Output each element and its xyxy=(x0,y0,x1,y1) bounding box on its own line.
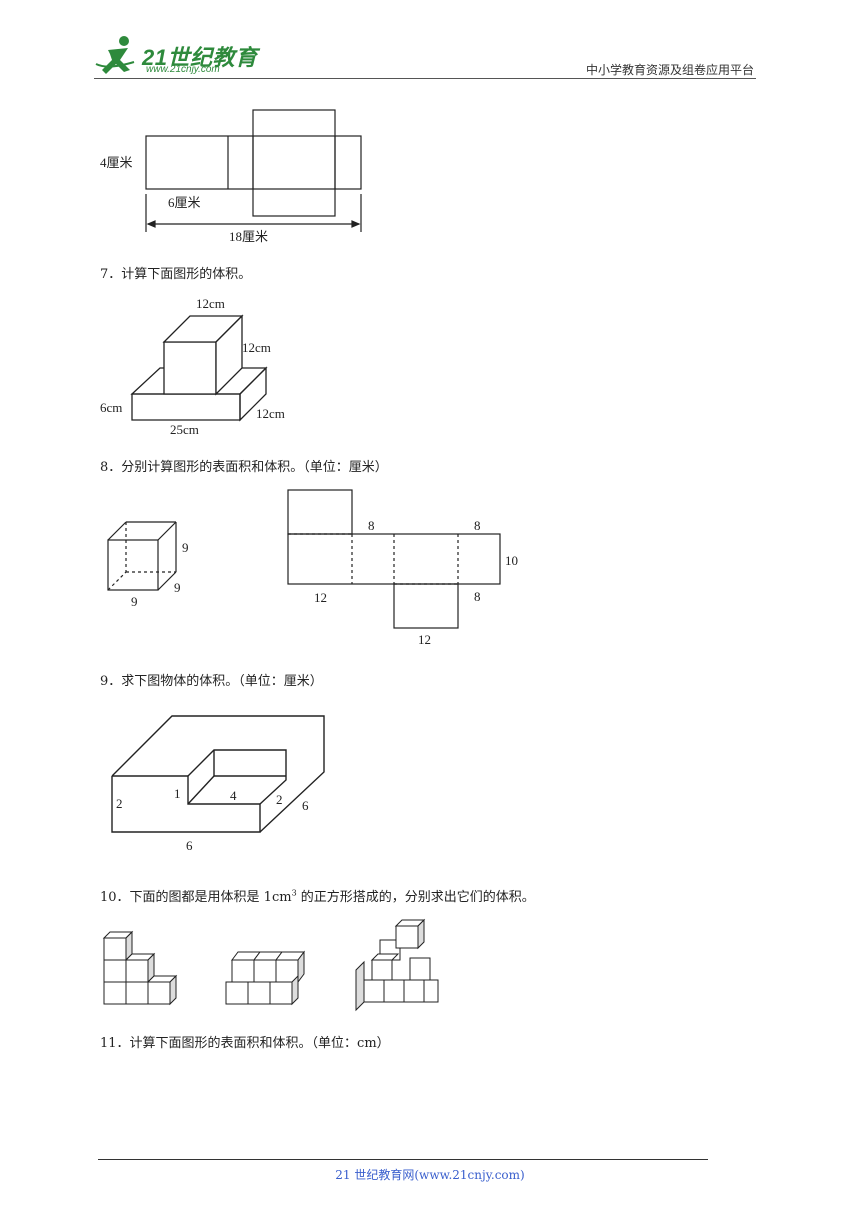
header-slogan: 中小学教育资源及组卷应用平台 xyxy=(585,63,754,77)
q6-width-label: 6厘米 xyxy=(168,195,201,210)
q9-right-height-label: 2 xyxy=(276,792,283,807)
q7-figure: 12cm 12cm 6cm 25cm 12cm xyxy=(100,296,285,437)
q10-superscript: 3 xyxy=(291,888,297,898)
q7-base-height-label: 6cm xyxy=(100,400,122,415)
q9-depth-label: 6 xyxy=(302,798,309,813)
q9-left-label: 2 xyxy=(116,796,123,811)
q8-cube-height: 9 xyxy=(182,540,189,555)
q7-text: 7．计算下面图形的体积。 xyxy=(100,267,252,282)
q8-net-top-label: 8 xyxy=(368,518,375,533)
q8-net-right-label: 10 xyxy=(505,553,518,568)
q10-cubes-figure-1 xyxy=(102,930,178,1006)
q8-net-bottom-label: 12 xyxy=(418,632,431,647)
q10-text-before: 10．下面的图都是用体积是 1cm xyxy=(100,890,292,905)
runner-logo-icon xyxy=(95,36,135,74)
q9-inner-width-label: 4 xyxy=(230,788,237,803)
header-rule xyxy=(94,78,756,79)
q6-net-figure: 4厘米 6厘米 18厘米 xyxy=(100,109,362,244)
q8-net-figure: 8 8 10 12 8 12 xyxy=(287,489,518,647)
q6-height-label: 4厘米 xyxy=(100,155,133,170)
q10-text: 10．下面的图都是用体积是 1cm3 的正方形搭成的，分别求出它们的体积。 xyxy=(100,886,535,905)
logo: 21世纪教育 www.21cnjy.com xyxy=(94,34,264,78)
q8-cube-figure: 9 9 9 xyxy=(107,521,189,609)
q9-text: 9．求下图物体的体积。（单位：厘米） xyxy=(100,674,323,689)
q8-text: 8．分别计算图形的表面积和体积。（单位：厘米） xyxy=(100,460,388,475)
q7-base-depth-label: 12cm xyxy=(256,406,285,421)
logo-url: www.21cnjy.com xyxy=(146,64,220,75)
q8-net-top2-label: 8 xyxy=(474,518,481,533)
q8-cube-width: 9 xyxy=(131,594,138,609)
q10-cubes-figure-3 xyxy=(355,918,439,1012)
q11-text: 11．计算下面图形的表面积和体积。（单位：cm） xyxy=(100,1036,390,1051)
q10-text-after: 的正方形搭成的，分别求出它们的体积。 xyxy=(296,890,535,905)
q9-figure: 2 1 4 2 6 6 xyxy=(111,715,325,853)
q9-bottom-label: 6 xyxy=(186,838,193,853)
q8-net-left-bottom-label: 12 xyxy=(314,590,327,605)
logo-title: 21世纪教育 xyxy=(142,45,258,70)
q7-top-label: 12cm xyxy=(196,296,225,311)
footer-rule xyxy=(98,1159,708,1160)
q8-cube-depth: 9 xyxy=(174,580,181,595)
q6-total-label: 18厘米 xyxy=(229,229,268,244)
q7-side-label: 12cm xyxy=(242,340,271,355)
q10-cubes-figure-2 xyxy=(225,950,305,1006)
q7-base-width-label: 25cm xyxy=(170,422,199,437)
footer-text: 21 世纪教育网(www.21cnjy.com) xyxy=(335,1168,525,1182)
q9-inner-height-label: 1 xyxy=(174,786,181,801)
q8-net-bottom-right-label: 8 xyxy=(474,589,481,604)
